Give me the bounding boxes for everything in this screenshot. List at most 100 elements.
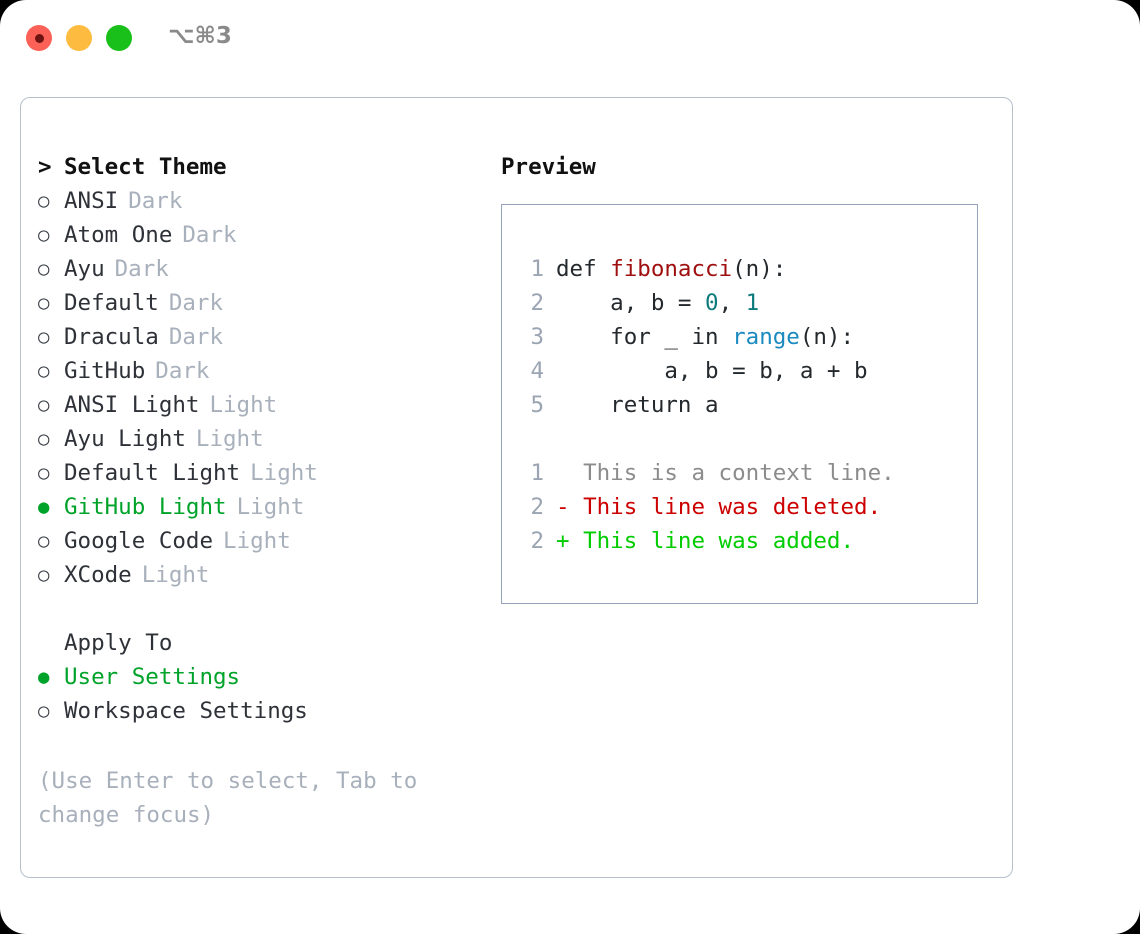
code-token: (n): <box>799 324 855 350</box>
theme-variant-label: Dark <box>155 358 210 384</box>
theme-name: ANSI <box>64 188 119 214</box>
diff-line: 2 + This line was added. <box>518 524 971 558</box>
theme-picker-heading: > Select Theme <box>38 150 488 184</box>
apply-to-label: User Settings <box>64 664 241 690</box>
theme-list-item[interactable]: ○ ANSI Dark <box>38 184 488 218</box>
line-number: 2 <box>530 290 544 316</box>
line-number: 4 <box>530 358 544 384</box>
theme-variant-label: Light <box>223 528 291 554</box>
maximize-button[interactable] <box>106 25 132 51</box>
theme-variant-label: Dark <box>128 188 183 214</box>
record-dot-icon <box>34 33 44 43</box>
code-token: a, b = b, a + b <box>556 358 868 384</box>
preview-title: Preview <box>501 154 596 180</box>
code-token: 0 <box>705 290 719 316</box>
radio-unselected-icon: ○ <box>38 292 50 314</box>
code-token: return a <box>556 392 719 418</box>
radio-unselected-icon: ○ <box>38 428 50 450</box>
spacer <box>38 592 488 626</box>
code-line: 4 a, b = b, a + b <box>518 354 971 388</box>
theme-list-item[interactable]: ○ ANSI Light Light <box>38 388 488 422</box>
code-token: fibonacci <box>610 256 733 282</box>
radio-unselected-icon: ○ <box>38 700 50 722</box>
line-number: 1 <box>530 460 544 486</box>
diff-marker: + <box>556 528 584 554</box>
theme-name: Ayu Light <box>64 426 186 452</box>
apply-to-item[interactable]: ○ Workspace Settings <box>38 694 488 728</box>
code-token: , <box>718 290 746 316</box>
theme-list-item[interactable]: ○ Atom One Dark <box>38 218 488 252</box>
diff-marker <box>556 460 583 486</box>
radio-unselected-icon: ○ <box>38 224 50 246</box>
theme-variant-label: Dark <box>114 256 169 282</box>
window-title: ⌥⌘3 <box>168 23 232 49</box>
theme-name: ANSI Light <box>64 392 200 418</box>
title-bar: ⌥⌘3 <box>0 0 1140 76</box>
line-number: 3 <box>530 324 544 350</box>
theme-variant-label: Light <box>141 562 210 588</box>
apply-to-label: Workspace Settings <box>64 698 308 724</box>
code-line: 1 def fibonacci(n): <box>518 252 971 286</box>
apply-to-list: ● User Settings ○ Workspace Settings <box>38 660 488 728</box>
code-token: a, b = <box>556 290 706 316</box>
code-line: 5 return a <box>518 388 971 422</box>
line-number: 2 <box>530 528 544 554</box>
radio-unselected-icon: ○ <box>38 258 50 280</box>
spacer <box>518 422 971 456</box>
line-number: 5 <box>530 392 544 418</box>
theme-list-item[interactable]: ○ XCode Light <box>38 558 488 592</box>
theme-variant-label: Dark <box>182 222 237 248</box>
radio-unselected-icon: ○ <box>38 360 50 382</box>
radio-unselected-icon: ○ <box>38 326 50 348</box>
diff-text: This is a context line. <box>583 460 895 486</box>
radio-selected-icon: ● <box>38 496 50 518</box>
code-line: 2 a, b = 0, 1 <box>518 286 971 320</box>
diff-text: This line was added. <box>583 528 855 554</box>
theme-name: Atom One <box>64 222 173 248</box>
radio-selected-icon: ● <box>38 666 50 688</box>
theme-name: XCode <box>64 562 132 588</box>
code-token: def <box>556 256 611 282</box>
theme-list-item[interactable]: ○ Default Light Light <box>38 456 488 490</box>
theme-variant-label: Dark <box>168 290 224 316</box>
apply-to-item[interactable]: ● User Settings <box>38 660 488 694</box>
code-token: for _ in <box>556 324 733 350</box>
theme-variant-label: Light <box>195 426 264 452</box>
close-button[interactable] <box>26 25 52 51</box>
radio-unselected-icon: ○ <box>38 462 50 484</box>
diff-lines: 1 This is a context line. 2- This line wa… <box>518 456 971 558</box>
traffic-lights <box>26 25 132 51</box>
theme-variant-label: Light <box>250 460 318 486</box>
radio-unselected-icon: ○ <box>38 394 50 416</box>
theme-variant-label: Light <box>209 392 278 418</box>
theme-list-item[interactable]: ○ Ayu Dark <box>38 252 488 286</box>
code-token: range <box>732 324 800 350</box>
theme-list-item[interactable]: ○ Ayu Light Light <box>38 422 488 456</box>
caret-icon: > <box>38 154 52 180</box>
theme-name: Ayu <box>64 256 105 282</box>
keyboard-hint: (Use Enter to select, Tab to change focu… <box>38 768 431 828</box>
code-token: 1 <box>745 290 760 316</box>
theme-variant-label: Dark <box>168 324 224 350</box>
diff-marker: - <box>556 494 584 520</box>
code-token: (n): <box>732 256 787 282</box>
theme-name: Default Light <box>64 460 241 486</box>
minimize-button[interactable] <box>66 25 92 51</box>
line-number: 1 <box>530 256 544 282</box>
theme-name: GitHub Light <box>64 494 227 520</box>
diff-text: This line was deleted. <box>583 494 882 520</box>
radio-unselected-icon: ○ <box>38 564 50 586</box>
radio-unselected-icon: ○ <box>38 190 50 212</box>
